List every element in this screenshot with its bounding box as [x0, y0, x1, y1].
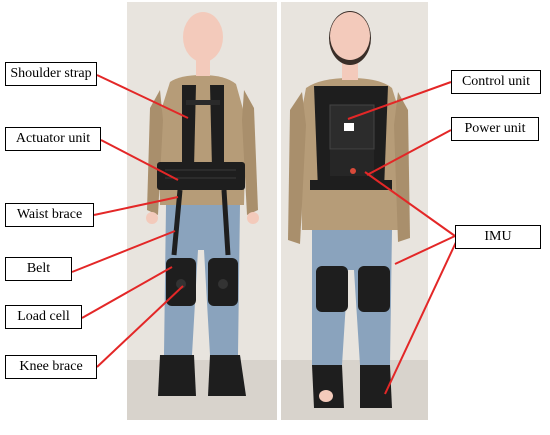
- leader-belt: [71, 230, 176, 273]
- front-view-photo: [127, 2, 277, 420]
- shoe-right: [360, 365, 392, 408]
- leader-imu-2: [394, 235, 456, 265]
- left-arm: [288, 92, 306, 244]
- label-load-cell: Load cell: [5, 305, 82, 329]
- right-arm: [394, 92, 410, 242]
- knee-brace-left: [316, 266, 348, 312]
- label-actuator-unit: Actuator unit: [5, 127, 101, 151]
- face-blur: [330, 12, 370, 60]
- leader-lines: [71, 74, 458, 395]
- leader-control-unit: [347, 81, 452, 120]
- label-imu: IMU: [455, 225, 541, 249]
- back-view-photo: [281, 2, 428, 420]
- leader-imu-1: [364, 171, 456, 237]
- leader-imu-3: [384, 239, 458, 395]
- shoe-left: [158, 355, 196, 396]
- leader-shoulder-strap: [96, 74, 189, 119]
- leader-load-cell: [81, 266, 173, 319]
- shoulder-strap-right: [210, 85, 224, 168]
- label-knee-brace: Knee brace: [5, 355, 97, 379]
- label-belt: Belt: [5, 257, 72, 281]
- label-control-unit: Control unit: [451, 70, 541, 94]
- jeans: [312, 230, 392, 365]
- label-power-unit: Power unit: [451, 117, 539, 141]
- leader-power-unit: [366, 129, 452, 176]
- floor: [281, 360, 428, 420]
- shoe-right: [208, 355, 246, 396]
- leader-actuator-unit: [100, 139, 179, 181]
- right-arm: [242, 90, 258, 215]
- floor: [127, 360, 277, 420]
- leader-knee-brace: [96, 285, 184, 368]
- left-hand: [146, 212, 158, 224]
- face-blur: [183, 12, 223, 62]
- shoulder-strap-left: [182, 85, 196, 168]
- jeans: [164, 205, 240, 355]
- leader-waist-brace: [93, 196, 179, 216]
- label-shoulder-strap: Shoulder strap: [5, 62, 97, 86]
- actuator-box: [157, 162, 245, 190]
- knee-brace-right: [358, 266, 390, 312]
- label-waist-brace: Waist brace: [5, 203, 94, 227]
- right-hand: [247, 212, 259, 224]
